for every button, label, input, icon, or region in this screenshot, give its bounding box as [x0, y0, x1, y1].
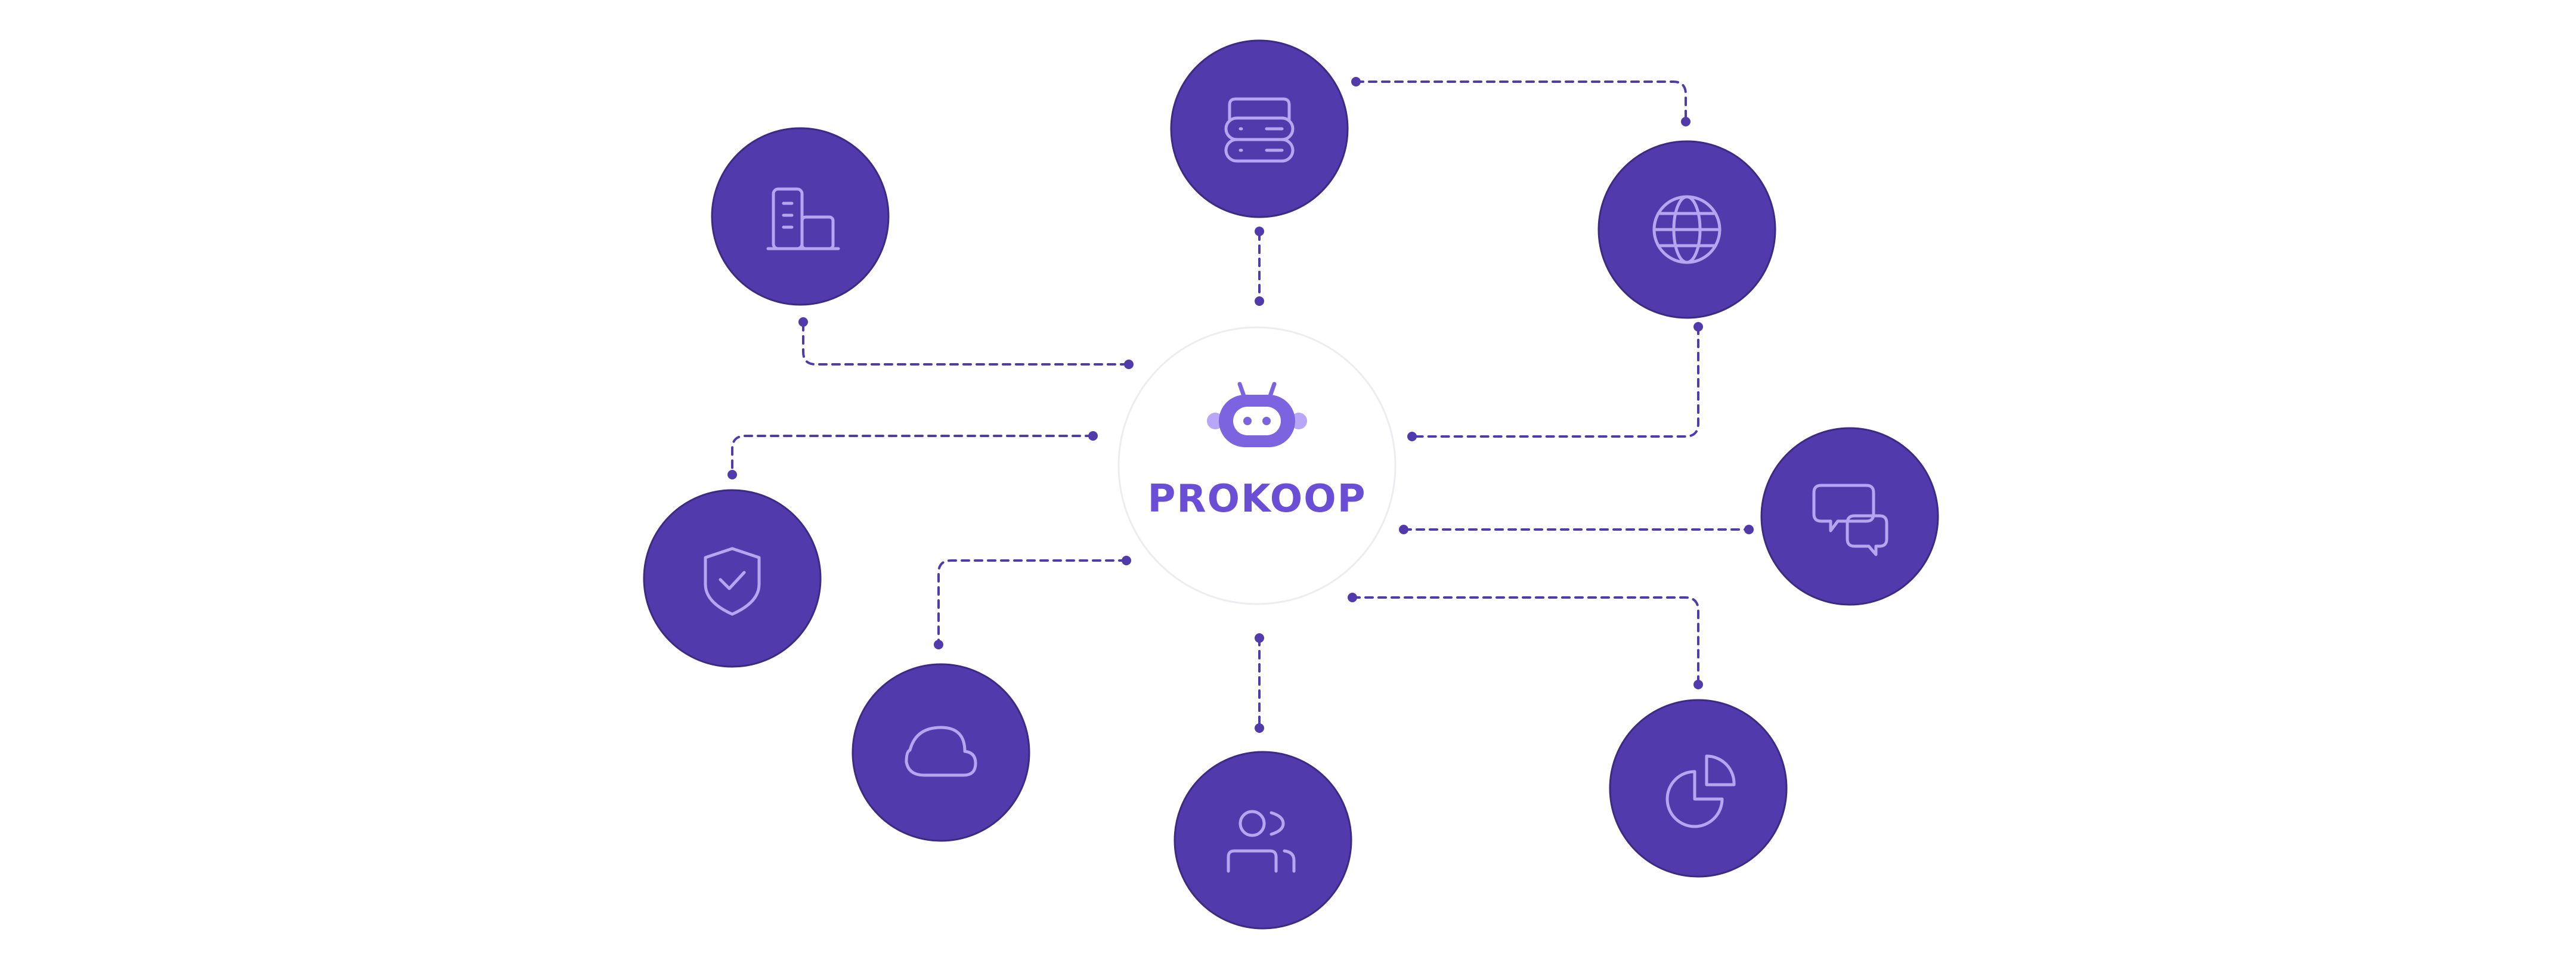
- brand-name: PROKOOP: [1147, 477, 1366, 521]
- endpoint-dot: [1693, 680, 1703, 689]
- office-buildings-icon: [766, 187, 840, 250]
- node-circle: [1170, 39, 1349, 218]
- endpoint-dot: [1088, 431, 1098, 441]
- node-messages: [1760, 427, 1939, 606]
- endpoint-dot: [1124, 360, 1134, 369]
- node-circle: [643, 489, 822, 668]
- node-globe: [1597, 140, 1776, 319]
- robot-eye-right: [1262, 417, 1271, 425]
- connector-servers-globe: [1355, 80, 1687, 123]
- endpoint-dot: [1122, 556, 1131, 565]
- hub-circle: [1117, 326, 1397, 605]
- node-circle: [852, 663, 1030, 842]
- connector-buildings: [802, 322, 1130, 366]
- pie-chart-icon: [1665, 754, 1736, 828]
- endpoint-dot: [1744, 525, 1754, 534]
- shield-check-icon: [704, 547, 761, 616]
- connectors: [731, 80, 1750, 729]
- users-icon: [1227, 810, 1296, 873]
- robot-eye-left: [1243, 417, 1252, 425]
- chat-bubbles-icon: [1812, 484, 1888, 556]
- node-circle: [1609, 699, 1788, 878]
- node-buildings: [711, 127, 890, 306]
- center-hub: PROKOOP: [1117, 326, 1397, 605]
- endpoint-dot: [1255, 227, 1264, 236]
- endpoint-dot: [1255, 296, 1264, 306]
- endpoint-dot: [1351, 77, 1361, 86]
- connector-cloud: [937, 559, 1128, 646]
- endpoint-dot: [1407, 432, 1417, 441]
- cloud-icon: [905, 726, 977, 777]
- node-circle: [711, 127, 890, 306]
- endpoint-dot: [1399, 525, 1408, 534]
- endpoint-dot: [727, 470, 737, 479]
- robot-head-icon: [1207, 382, 1307, 447]
- endpoint-dot: [1348, 593, 1357, 602]
- endpoint-dot: [798, 317, 808, 327]
- endpoint-dot: [1693, 322, 1703, 332]
- node-team: [1174, 751, 1352, 930]
- endpoint-dot: [1255, 633, 1264, 643]
- robot-antenna-left: [1237, 382, 1246, 398]
- connector-analytics: [1351, 596, 1699, 686]
- node-security: [643, 489, 822, 668]
- connector-endpoints: [727, 77, 1754, 733]
- node-circle: [1174, 751, 1352, 930]
- robot-antenna-right: [1268, 382, 1277, 398]
- connector-globe: [1411, 326, 1699, 438]
- node-servers: [1170, 39, 1349, 218]
- endpoint-dot: [934, 640, 943, 649]
- globe-icon: [1652, 195, 1722, 264]
- server-stack-icon: [1224, 97, 1295, 163]
- endpoint-dot: [1255, 723, 1264, 733]
- robot-face: [1233, 407, 1281, 435]
- node-cloud: [852, 663, 1030, 842]
- node-analytics: [1609, 699, 1788, 878]
- endpoint-dot: [1681, 117, 1690, 126]
- connector-security: [731, 435, 1094, 476]
